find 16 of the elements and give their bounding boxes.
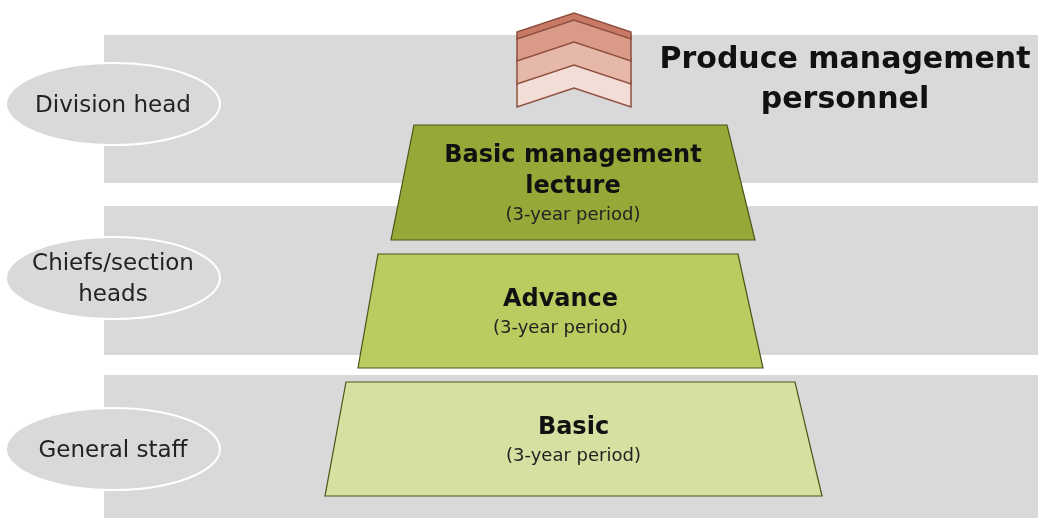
role-ellipse — [5, 62, 221, 146]
period-note: (3-year period) — [493, 314, 628, 339]
level-title: Advance — [501, 282, 620, 314]
level-title: Basic — [536, 410, 611, 442]
period-note: (3-year period) — [505, 201, 641, 226]
level-trapezoid — [325, 382, 822, 496]
role-label: General staff — [37, 434, 189, 464]
goal-heading: Produce management personnel — [658, 39, 1032, 117]
period-note: (3-year period) — [506, 442, 641, 467]
role-label: Division head — [34, 89, 192, 119]
level-trapezoid — [391, 125, 755, 240]
level-title: Basic management lecture — [443, 138, 703, 201]
level-trapezoid — [358, 254, 763, 368]
role-label: Chiefs/section heads — [31, 248, 195, 308]
role-ellipse — [5, 236, 221, 320]
role-ellipse — [5, 407, 221, 491]
